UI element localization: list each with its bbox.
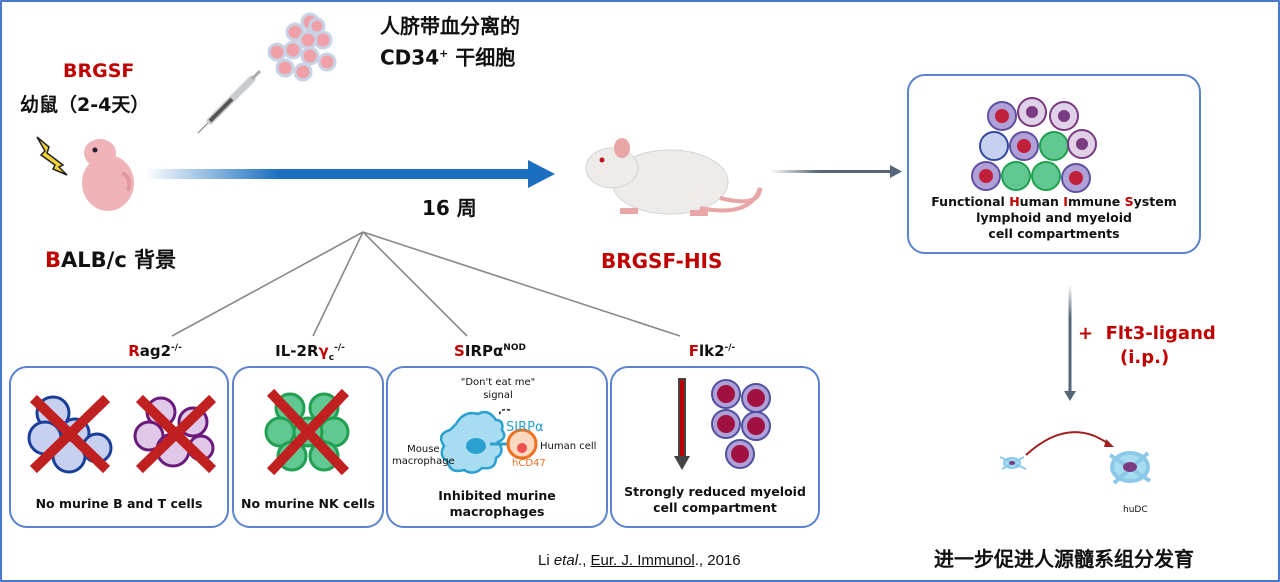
knockout-box-sirpa: "Don't eat me" signal SIRPα Mouse macrop… [386,366,608,528]
irradiation-lightning-icon [36,136,68,176]
his-caption: Functional Human Immune System lymphoid … [931,194,1177,241]
immune-cells-icon [971,97,1097,193]
human-cell-label: Human cell [540,441,597,452]
knockout-box-flk2: Strongly reduced myeloid cell compartmen… [610,366,820,528]
stem-cells-icon [267,12,337,82]
timeline-arrow [145,160,555,188]
syringe-icon [197,69,262,134]
hudc-label: huDC [1123,505,1148,515]
macrophage-interaction-icon [439,408,538,474]
flk2-caption: Strongly reduced myeloid cell compartmen… [624,484,806,515]
pup-age-label: 幼鼠（2-4天） [20,94,150,116]
knockout-header-rag2: Rag2-/- [128,342,182,360]
knockout-box-il2rg: No murine NK cells [232,366,384,528]
knockout-box-rag2: No murine B and T cells [9,366,229,528]
flt3-treatment-label: + Flt3-ligand (i.p.) [1078,323,1216,368]
stem-cell-label: 人脐带血分离的 CD34+ 干细胞 [380,14,520,70]
treatment-down-arrow [1064,285,1076,401]
mouse-pup-icon [82,139,134,211]
sirpa-label: SIRPα [506,420,544,435]
conclusion-label: 进一步促进人源髓系组分发育 [934,547,1194,571]
knockout-header-sirpa: SIRPαNOD [454,342,526,360]
knockout-header-il2rg: IL-2Rγc-/- [275,342,345,363]
il2rg-caption: No murine NK cells [241,496,375,511]
citation: Li etal., Eur. J. Immunol., 2016 [538,552,741,569]
dont-eat-me-signal-label: "Don't eat me" signal [460,377,536,401]
sirpa-caption: Inhibited murine macrophages [438,488,556,519]
b-t-cells-crossed-icon [27,394,217,474]
strain-label: BRGSF [63,60,135,82]
background-strain-label: BALB/c 背景 [45,248,177,272]
arrow-to-his [770,165,902,178]
humanized-mouse-icon [585,138,762,216]
duration-label: 16 周 [422,196,477,220]
mouse-macrophage-label: Mouse macrophage [392,444,455,467]
his-result-box: Functional Human Immune System lymphoid … [907,74,1201,254]
dendritic-cell-development-icon [999,431,1152,485]
rag2-caption: No murine B and T cells [35,496,203,511]
result-strain-label: BRGSF-HIS [601,249,723,273]
nk-cells-crossed-icon [264,388,350,476]
hcd47-label: hCD47 [512,458,546,469]
knockout-header-flk2: Flk2-/- [688,342,736,360]
reduced-myeloid-icon [674,378,771,470]
